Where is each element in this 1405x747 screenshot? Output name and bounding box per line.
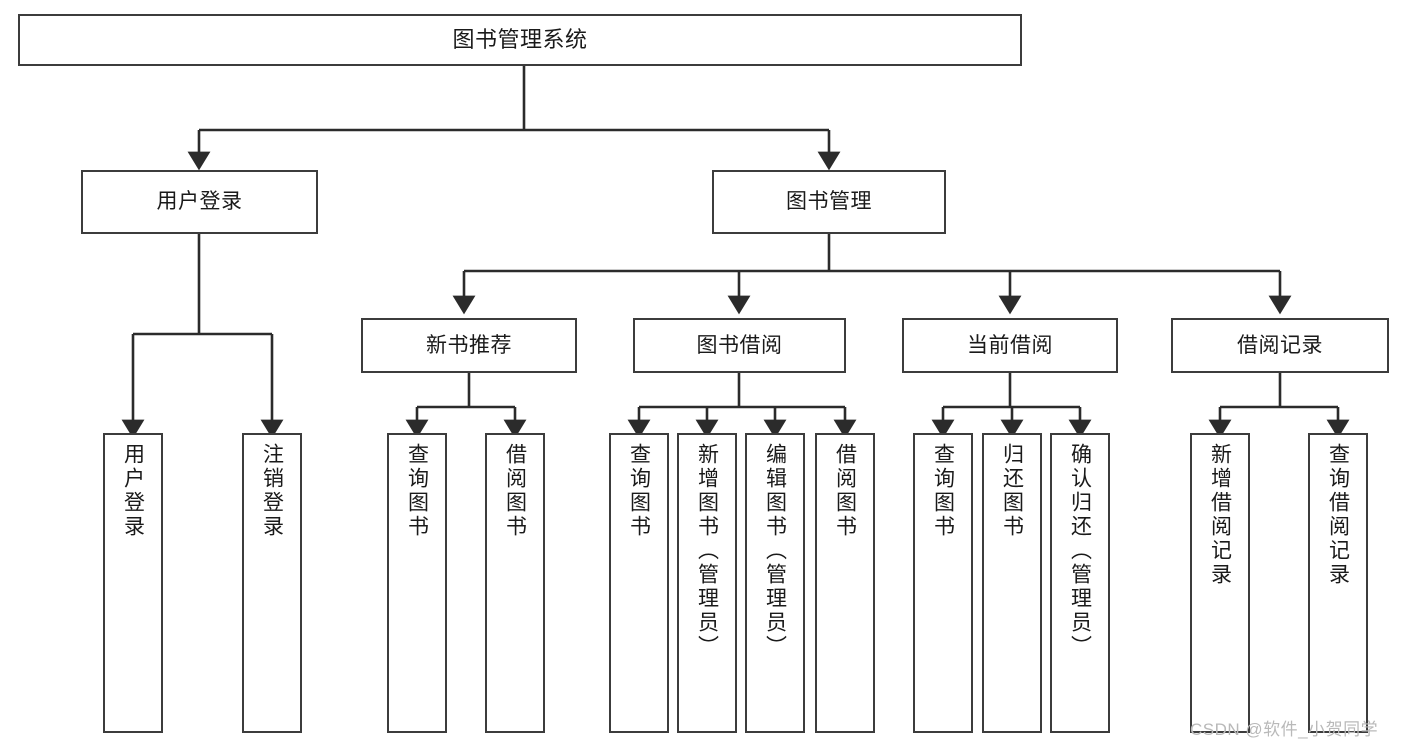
node-leaf-edit-book[interactable]: 编辑图书（管理员） xyxy=(745,433,805,733)
node-leaf-query-book-1-label: 查询图书 xyxy=(405,443,429,539)
node-leaf-user-login[interactable]: 用户登录 xyxy=(103,433,163,733)
node-leaf-add-record[interactable]: 新增借阅记录 xyxy=(1190,433,1250,733)
node-book-manage[interactable]: 图书管理 xyxy=(712,170,946,234)
node-leaf-add-record-label: 新增借阅记录 xyxy=(1208,443,1232,587)
node-leaf-query-book-1[interactable]: 查询图书 xyxy=(387,433,447,733)
node-book-manage-label: 图书管理 xyxy=(786,190,872,214)
node-borrow-record-label: 借阅记录 xyxy=(1237,333,1323,357)
node-leaf-borrow-book-2[interactable]: 借阅图书 xyxy=(815,433,875,733)
node-new-book-recommend[interactable]: 新书推荐 xyxy=(361,318,577,373)
node-leaf-return-book[interactable]: 归还图书 xyxy=(982,433,1042,733)
node-leaf-query-book-3[interactable]: 查询图书 xyxy=(913,433,973,733)
csdn-watermark: CSDN @软件_小贺同学 xyxy=(1190,720,1379,739)
node-leaf-borrow-book-1[interactable]: 借阅图书 xyxy=(485,433,545,733)
node-leaf-return-book-label: 归还图书 xyxy=(1000,443,1024,539)
node-root[interactable]: 图书管理系统 xyxy=(18,14,1022,66)
node-user-login[interactable]: 用户登录 xyxy=(81,170,318,234)
node-leaf-query-book-3-label: 查询图书 xyxy=(931,443,955,539)
node-new-book-recommend-label: 新书推荐 xyxy=(426,333,512,357)
node-root-label: 图书管理系统 xyxy=(452,26,588,52)
node-leaf-logout[interactable]: 注销登录 xyxy=(242,433,302,733)
node-leaf-confirm-return-label: 确认归还（管理员） xyxy=(1068,443,1092,659)
node-leaf-query-book-2[interactable]: 查询图书 xyxy=(609,433,669,733)
node-book-borrow-label: 图书借阅 xyxy=(696,333,783,357)
node-leaf-borrow-book-1-label: 借阅图书 xyxy=(503,443,527,539)
node-leaf-query-record-label: 查询借阅记录 xyxy=(1326,443,1350,587)
node-borrow-record[interactable]: 借阅记录 xyxy=(1171,318,1389,373)
node-leaf-borrow-book-2-label: 借阅图书 xyxy=(833,443,857,539)
node-user-login-label: 用户登录 xyxy=(156,190,243,214)
node-leaf-add-book-label: 新增图书（管理员） xyxy=(695,443,719,659)
node-leaf-confirm-return[interactable]: 确认归还（管理员） xyxy=(1050,433,1110,733)
node-current-borrow-label: 当前借阅 xyxy=(967,333,1053,357)
node-leaf-user-login-label: 用户登录 xyxy=(121,443,145,539)
node-leaf-add-book[interactable]: 新增图书（管理员） xyxy=(677,433,737,733)
node-current-borrow[interactable]: 当前借阅 xyxy=(902,318,1118,373)
node-leaf-logout-label: 注销登录 xyxy=(260,443,284,539)
node-leaf-query-book-2-label: 查询图书 xyxy=(627,443,651,539)
node-leaf-query-record[interactable]: 查询借阅记录 xyxy=(1308,433,1368,733)
node-leaf-edit-book-label: 编辑图书（管理员） xyxy=(763,443,787,659)
node-book-borrow[interactable]: 图书借阅 xyxy=(633,318,846,373)
